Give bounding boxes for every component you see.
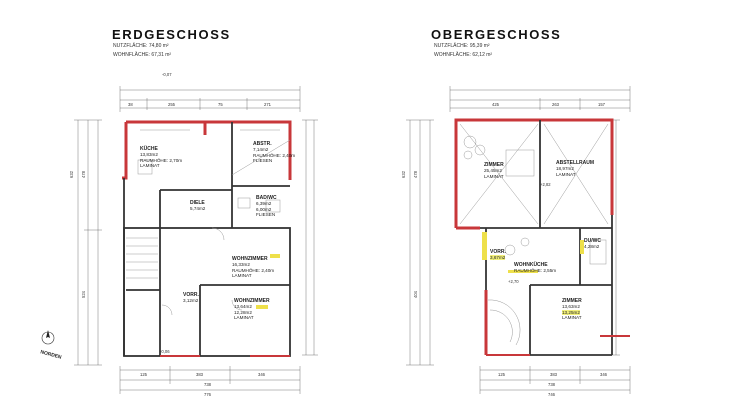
eg-wohn1-floor: LAMINAT <box>232 273 252 279</box>
eg-floor-plan: KÜCHE 13,83m2 RAUMHÖHE: 2,70m LAMINAT AB… <box>0 0 366 415</box>
eg-bad-height: 6,00m2 <box>256 206 272 212</box>
eg-room-wohnzimmer-1: WOHNZIMMER 16,33m2 RAUMHÖHE: 2,40m LAMIN… <box>232 256 274 279</box>
eg-room-kueche: KÜCHE 13,83m2 RAUMHÖHE: 2,70m LAMINAT <box>140 146 182 169</box>
eg-plan-drawing <box>74 86 318 394</box>
og-room-abstellraum: ABSTELLRAUM 18,97m2 LAMINAT <box>556 160 594 177</box>
og-zimmer2-floor: LAMINAT <box>562 315 582 321</box>
og-dim-bottom2: 383 <box>550 372 557 377</box>
eg-level-1: -0,07 <box>162 72 172 77</box>
eg-kueche-area: 13,83m2 <box>140 152 158 158</box>
og-dim-total1: 738 <box>548 382 555 387</box>
eg-dim-total1: 738 <box>204 382 211 387</box>
eg-dim-bottom3: 346 <box>258 372 265 377</box>
og-dim-top3: 157 <box>598 102 605 107</box>
eg-wohn2-floor: LAMINAT <box>234 315 254 321</box>
eg-kueche-floor: LAMINAT <box>140 163 160 169</box>
eg-wohn2-height: 12,28m2 <box>234 309 252 315</box>
og-level-2: +2,70 <box>508 279 519 284</box>
north-arrow-icon <box>41 330 55 345</box>
eg-wohn1-name: WOHNZIMMER <box>232 256 268 262</box>
eg-wohn1-height: RAUMHÖHE: 2,40m <box>232 267 275 273</box>
eg-abstr-name: ABSTR. <box>253 141 272 147</box>
og-nutzflaeche: NUTZFLÄCHE: 95,39 m² <box>434 43 490 49</box>
eg-dim-bottom2: 383 <box>196 372 203 377</box>
og-zimmer2-name: ZIMMER <box>562 298 582 304</box>
eg-dim-total2: 776 <box>204 392 211 397</box>
eg-dim-top3: 75 <box>218 102 223 107</box>
eg-abstr-area: 7,14m2 <box>253 147 269 153</box>
og-room-vorr: VORR. 3,67m2 <box>490 249 506 261</box>
og-room-zimmer-1: ZIMMER 25,45m2 LAMINAT <box>484 162 504 179</box>
eg-bad-name: BAD/WC <box>256 195 277 201</box>
og-wohnk-height: RAUMHÖHE: 2,55m <box>514 268 557 274</box>
eg-wohn2-area: 13,64m2 <box>234 304 252 310</box>
eg-room-vorr: VORR. 3,12m2 <box>183 292 199 304</box>
eg-dim-top4: 271 <box>264 102 271 107</box>
eg-bad-floor: FLIESEN <box>256 212 276 218</box>
eg-dim-top1: 38 <box>128 102 133 107</box>
eg-diele-name: DIELE <box>190 200 205 206</box>
og-wohnflaeche: WOHNFLÄCHE: 62,12 m² <box>434 52 493 58</box>
og-wohnk-name: WOHNKÜCHE <box>514 262 548 268</box>
og-dim-top1: 425 <box>492 102 499 107</box>
og-zimmer1-name: ZIMMER <box>484 162 504 168</box>
eg-diele-area: 5,74m2 <box>190 206 206 212</box>
og-dim-bottom1: 125 <box>498 372 505 377</box>
og-zimmer2-area: 13,63m2 <box>562 304 580 310</box>
eg-room-wohnzimmer-2: WOHNZIMMER 13,64m2 12,28m2 LAMINAT <box>234 298 270 321</box>
eg-room-abstr: ABSTR. 7,14m2 RAUMHÖHE: 2,40m FLIESEN <box>253 141 295 164</box>
eg-dim-bottom1: 125 <box>140 372 147 377</box>
eg-vorr-name: VORR. <box>183 292 199 298</box>
eg-kueche-height: RAUMHÖHE: 2,70m <box>140 157 183 163</box>
eg-nutzflaeche: NUTZFLÄCHE: 74,80 m² <box>113 43 169 49</box>
eg-bad-area: 6,39m2 <box>256 201 272 207</box>
og-zimmer1-height: LAMINAT <box>484 173 504 179</box>
og-vorr-area: 3,67m2 <box>490 255 506 261</box>
eg-dim-top2: 255 <box>168 102 175 107</box>
og-dim-bottom3: 346 <box>600 372 607 377</box>
og-level-1: +2,82 <box>540 182 551 187</box>
eg-abstr-floor: FLIESEN <box>253 158 273 164</box>
eg-vorr-area: 3,12m2 <box>183 298 199 304</box>
og-zimmer2-height: 13,25m2 <box>562 309 580 315</box>
og-dim-left2: 478 <box>413 171 418 178</box>
og-vorr-name: VORR. <box>490 249 506 255</box>
og-room-zimmer-2: ZIMMER 13,63m2 13,25m2 LAMINAT <box>562 298 582 321</box>
og-dim-left1: 632 <box>401 171 406 178</box>
og-dim-total2: 746 <box>548 392 555 397</box>
og-dusche-name: DU/WC <box>584 238 601 244</box>
eg-level-2: -0,06 <box>160 349 170 354</box>
eg-room-bad: BAD/WC 6,39m2 6,00m2 FLIESEN <box>256 195 277 218</box>
eg-abstr-height: RAUMHÖHE: 2,40m <box>253 152 296 158</box>
eg-room-diele: DIELE 5,74m2 <box>190 200 205 212</box>
eg-title: ERDGESCHOSS <box>112 27 231 42</box>
og-dim-top2: 263 <box>552 102 559 107</box>
og-title: OBERGESCHOSS <box>431 27 562 42</box>
eg-wohnflaeche: WOHNFLÄCHE: 67,31 m² <box>113 52 172 58</box>
og-room-wohnkueche: WOHNKÜCHE RAUMHÖHE: 2,55m <box>514 262 556 274</box>
eg-wohn2-name: WOHNZIMMER <box>234 298 270 304</box>
eg-wohn1-area: 16,33m2 <box>232 262 250 268</box>
og-zimmer1-area: 25,45m2 <box>484 168 502 174</box>
og-abstell-area: 18,97m2 <box>556 166 574 172</box>
og-dusche-area: 4,28m2 <box>584 244 600 250</box>
og-abstell-name: ABSTELLRAUM <box>556 160 595 166</box>
eg-kueche-name: KÜCHE <box>140 146 158 152</box>
og-room-dusche: DU/WC 4,28m2 <box>584 238 601 250</box>
og-dim-left3: 404 <box>413 291 418 298</box>
og-abstell-floor: LAMINAT <box>556 171 576 177</box>
